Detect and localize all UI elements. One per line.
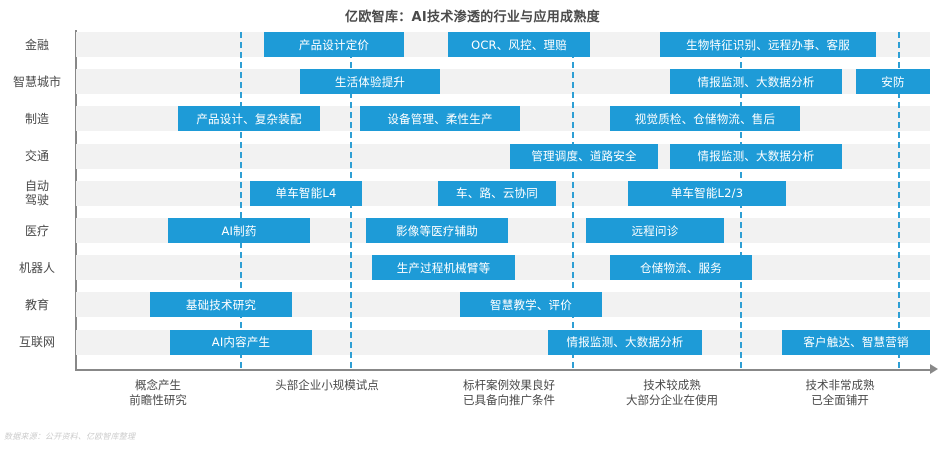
stage-caption-line: 头部企业小规模试点 bbox=[275, 378, 379, 392]
stage-divider-3 bbox=[572, 32, 574, 368]
stage-caption-line: 概念产生 bbox=[135, 378, 181, 392]
bar-segment[interactable]: 生产过程机械臂等 bbox=[372, 255, 515, 281]
y-axis-label-line: 医疗 bbox=[24, 223, 49, 238]
y-axis-label-智慧城市: 智慧城市 bbox=[2, 75, 72, 89]
bar-segment[interactable]: 视觉质检、仓储物流、售后 bbox=[610, 106, 800, 132]
bar-segment[interactable]: 单车智能L2/3 bbox=[628, 180, 786, 206]
bar-segment[interactable]: 情报监测、大数据分析 bbox=[548, 329, 702, 355]
stage-divider-5 bbox=[898, 32, 900, 368]
y-axis-label-line: 教育 bbox=[24, 297, 49, 312]
y-axis-label-机器人: 机器人 bbox=[2, 261, 72, 275]
y-axis-label-金融: 金融 bbox=[2, 38, 72, 52]
bar-segment[interactable]: AI内容产生 bbox=[170, 329, 312, 355]
y-axis-label-line: 互联网 bbox=[18, 335, 55, 350]
stage-caption-line: 标杆案例效果良好 bbox=[463, 378, 555, 392]
y-axis-label-交通: 交通 bbox=[2, 149, 72, 163]
stage-caption-line: 大部分企业在使用 bbox=[626, 393, 718, 407]
y-axis-label-制造: 制造 bbox=[2, 112, 72, 126]
bar-segment[interactable]: 管理调度、道路安全 bbox=[510, 143, 658, 169]
stage-caption-line: 已全面铺开 bbox=[811, 393, 869, 407]
page-title: 亿欧智库：AI技术渗透的行业与应用成熟度 bbox=[345, 10, 600, 25]
bar-segment[interactable]: 影像等医疗辅助 bbox=[366, 218, 508, 243]
bar-segment[interactable]: 生活体验提升 bbox=[300, 69, 440, 95]
stage-caption-2: 头部企业小规模试点 bbox=[242, 378, 412, 393]
bar-segment[interactable]: OCR、风控、理赔 bbox=[448, 32, 590, 57]
y-axis-label-line: 交通 bbox=[24, 149, 49, 164]
stage-caption-line: 前瞻性研究 bbox=[129, 393, 187, 407]
bar-segment[interactable]: 车、路、云协同 bbox=[438, 180, 556, 206]
bar-segment[interactable]: 情报监测、大数据分析 bbox=[670, 143, 842, 169]
bar-segment[interactable]: 产品设计、复杂装配 bbox=[178, 106, 320, 132]
bar-segment[interactable]: 远程问诊 bbox=[586, 218, 724, 243]
bar-segment[interactable]: 产品设计定价 bbox=[264, 32, 404, 57]
x-axis-arrow-icon bbox=[930, 364, 938, 374]
stage-caption-3: 标杆案例效果良好已具备向推广条件 bbox=[424, 378, 594, 408]
bar-segment[interactable]: 情报监测、大数据分析 bbox=[670, 69, 842, 95]
y-axis-label-line: 金融 bbox=[24, 37, 49, 52]
y-axis-label-line: 机器人 bbox=[18, 260, 55, 275]
bar-segment[interactable]: AI制药 bbox=[168, 218, 310, 243]
y-axis-label-line: 制造 bbox=[24, 111, 49, 126]
y-axis-label-line: 智慧城市 bbox=[12, 74, 61, 89]
bar-segment[interactable]: 客户触达、智慧营销 bbox=[782, 329, 930, 355]
stage-caption-line: 技术非常成熟 bbox=[805, 378, 875, 392]
bar-segment[interactable]: 智慧教学、评价 bbox=[460, 292, 602, 318]
x-axis-line bbox=[75, 369, 932, 371]
y-axis-label-自动驾驶: 自动驾驶 bbox=[2, 179, 72, 207]
bar-segment[interactable]: 安防 bbox=[856, 69, 930, 95]
y-axis-label-互联网: 互联网 bbox=[2, 335, 72, 349]
y-axis-label-line: 自动 bbox=[24, 179, 49, 194]
bar-segment[interactable]: 设备管理、柔性生产 bbox=[360, 106, 520, 132]
bar-segment[interactable]: 基础技术研究 bbox=[150, 292, 292, 318]
y-axis-label-教育: 教育 bbox=[2, 298, 72, 312]
bar-segment[interactable]: 单车智能L4 bbox=[250, 180, 362, 206]
y-axis-label-line: 驾驶 bbox=[24, 193, 49, 208]
bar-segment[interactable]: 生物特征识别、远程办事、客服 bbox=[660, 32, 876, 57]
stage-caption-5: 技术非常成熟已全面铺开 bbox=[755, 378, 925, 408]
stage-caption-line: 已具备向推广条件 bbox=[463, 393, 555, 407]
stage-caption-line: 技术较成熟 bbox=[643, 378, 701, 392]
y-axis-label-医疗: 医疗 bbox=[2, 224, 72, 238]
stage-divider-1 bbox=[240, 32, 242, 368]
source-note: 数据来源：公开资料、亿欧智库整理 bbox=[4, 432, 136, 441]
stage-caption-1: 概念产生前瞻性研究 bbox=[73, 378, 243, 408]
bar-segment[interactable]: 仓储物流、服务 bbox=[610, 255, 752, 281]
stage-caption-4: 技术较成熟大部分企业在使用 bbox=[587, 378, 757, 408]
